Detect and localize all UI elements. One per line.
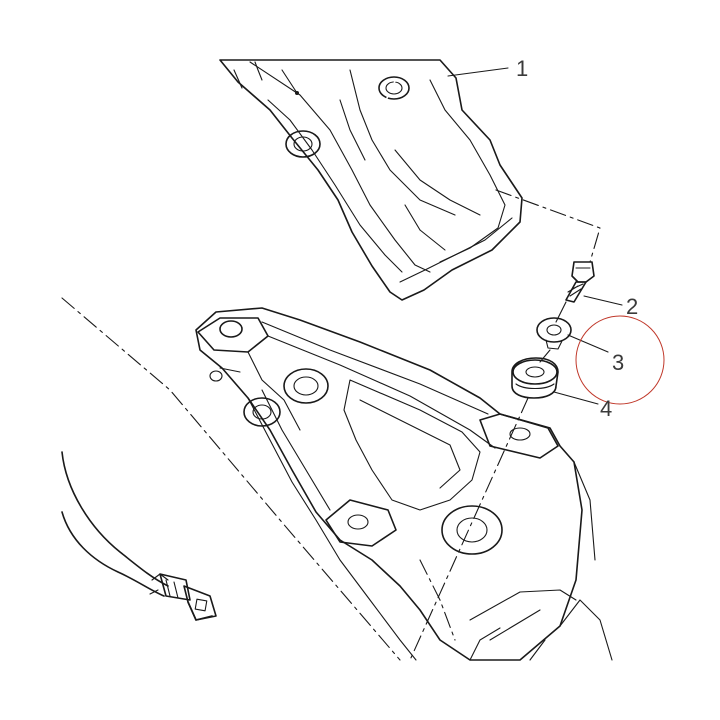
part-1-cover: [219, 59, 523, 301]
assembly-path-cover: [370, 61, 497, 191]
frame-bracket: [195, 307, 613, 661]
highlight-circle: [575, 315, 665, 405]
leader-line-1: [447, 67, 509, 77]
leader-line-2: [583, 295, 623, 306]
assembly-axis-diagonal-left: [61, 297, 401, 661]
callout-label-3: 3: [612, 350, 624, 375]
assembly-axis-diagonal-right: [419, 559, 456, 641]
callout-label-1: 1: [516, 56, 528, 81]
wire-harness: [61, 451, 169, 597]
part-3-washer: [536, 317, 572, 350]
assembly-path-to-bolt: [495, 189, 601, 263]
connector: [159, 573, 217, 621]
part-2-bolt: [565, 261, 595, 303]
leader-line-4: [553, 391, 599, 405]
callout-label-2: 2: [626, 294, 638, 319]
leader-line-3: [567, 334, 609, 353]
part-4-grommet: [511, 357, 559, 399]
assembly-axis-grommet-frame: [409, 397, 529, 661]
callout-label-4: 4: [600, 396, 612, 421]
